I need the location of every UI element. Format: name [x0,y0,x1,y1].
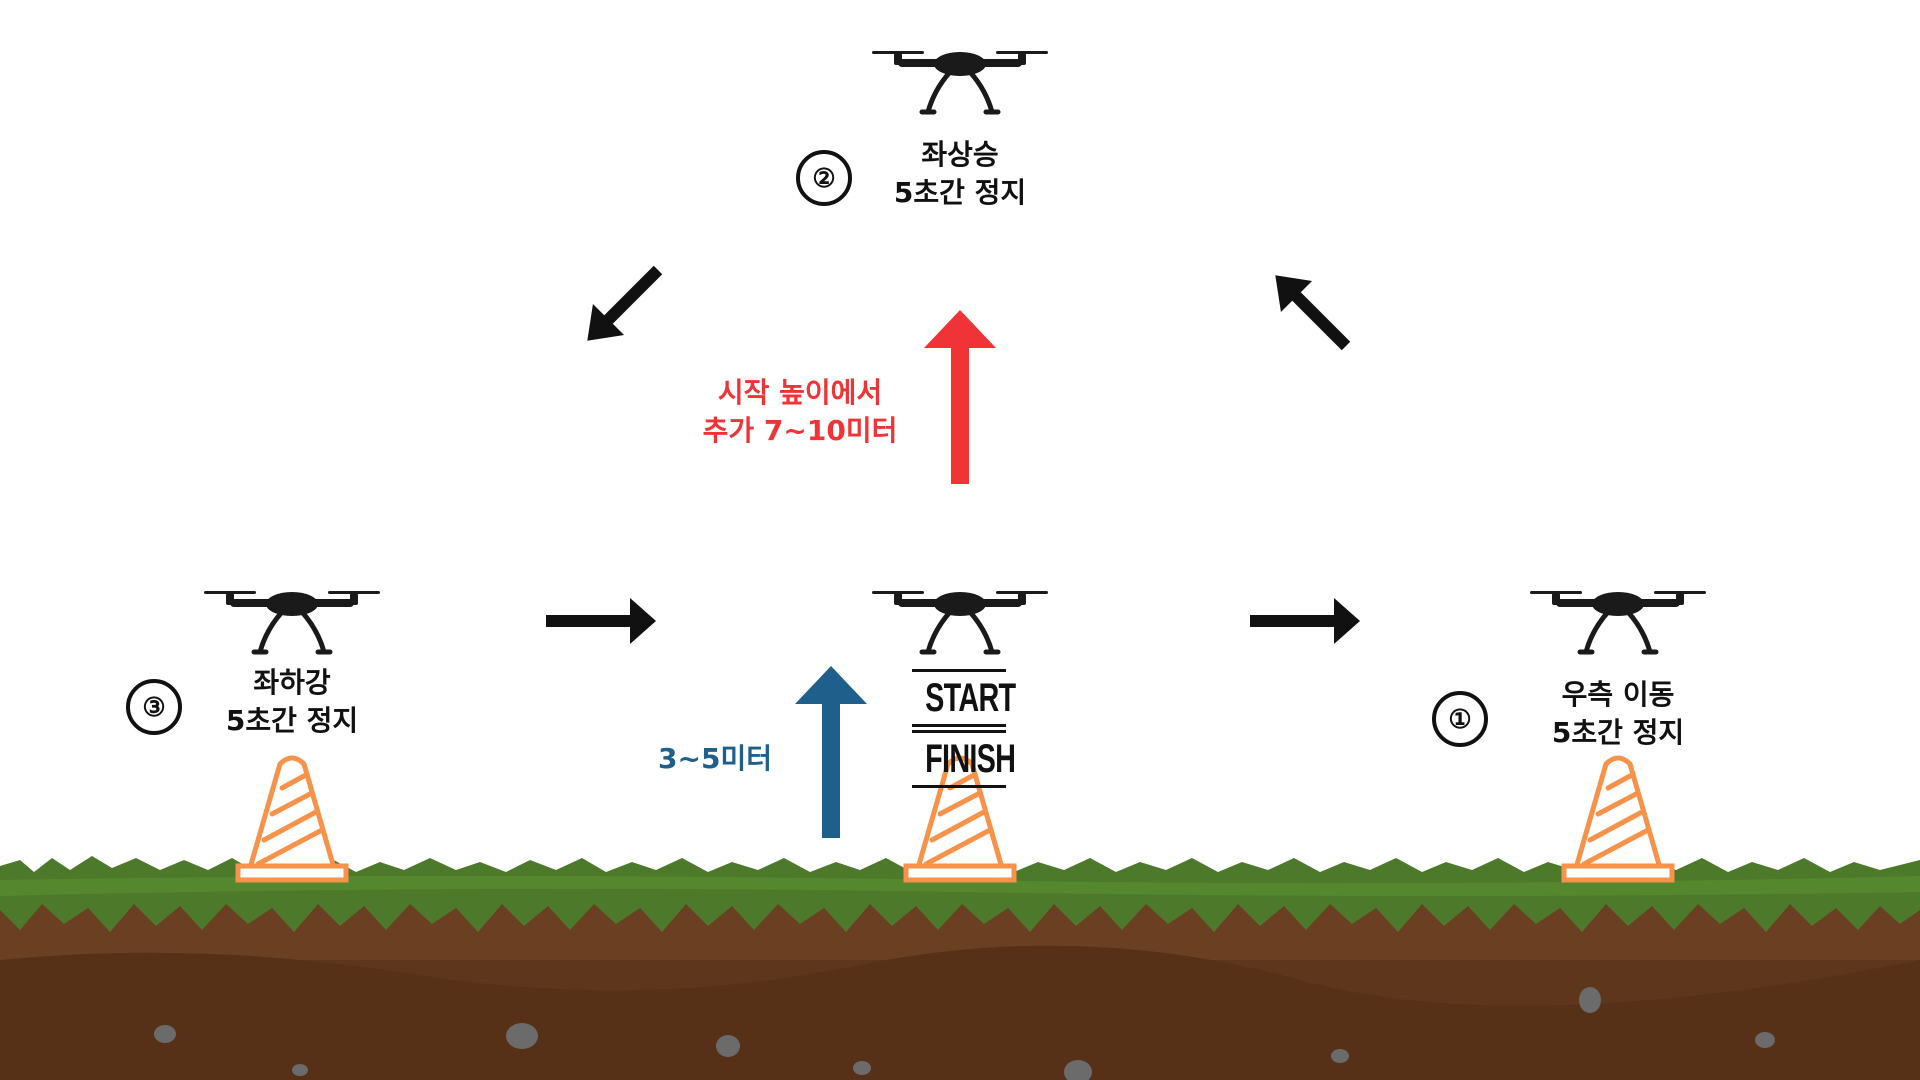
arrow-up-blue [795,666,867,838]
finish-label: FINISH [925,737,1016,781]
step-1-hold: 5초간 정지 [1551,716,1685,749]
step-number-3: ③ [126,679,182,735]
step-2-label: 좌상승 5초간 정지 [880,136,1040,212]
ground [0,856,1920,1080]
step-3-hold: 5초간 정지 [225,704,359,737]
traffic-cone-icon [1564,758,1672,880]
step-3-label: 좌하강 5초간 정지 [212,664,372,740]
extra-height-line-2: 추가 7~10미터 [702,414,898,447]
sign-rule-middle-2 [912,730,1006,733]
arrow-right-1 [546,598,656,644]
sign-rule-bottom [912,785,1006,788]
arrow-up-left [1275,275,1351,351]
start-finish-sign: START FINISH [912,666,1016,791]
drone-icon [872,51,1048,112]
sign-rule-top [912,669,1006,672]
step-1-label: 우측 이동 5초간 정지 [1538,676,1698,752]
sign-rule-middle [912,724,1006,727]
drone-icon [1530,591,1706,652]
extra-height-line-1: 시작 높이에서 [717,376,883,409]
extra-height-note: 시작 높이에서 추가 7~10미터 [680,374,920,450]
step-number-2: ② [796,150,852,206]
drone-icon [204,591,380,652]
step-2-hold: 5초간 정지 [893,176,1027,209]
traffic-cone-icon [238,758,346,880]
start-label: START [925,676,1016,720]
step-number-1: ① [1432,691,1488,747]
arrow-up-red [924,310,996,484]
arrow-right-2 [1250,598,1360,644]
step-3-action: 좌하강 [253,666,331,699]
arrow-down-left [587,265,663,341]
start-height-text: 3~5미터 [658,742,772,775]
step-1-action: 우측 이동 [1561,678,1675,711]
drone-icon [872,591,1048,652]
step-2-action: 좌상승 [921,138,999,171]
start-height-note: 3~5미터 [640,740,790,778]
